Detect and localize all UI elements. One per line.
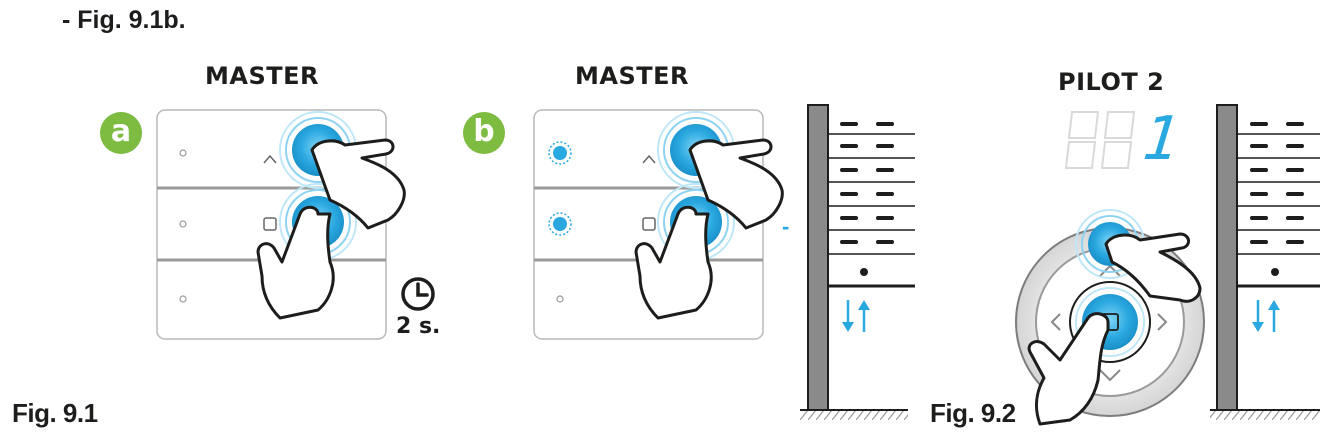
panel-a-title: MASTER <box>205 62 319 90</box>
fig-label-left: Fig. 9.1 <box>12 398 98 428</box>
stop-square-icon <box>263 217 277 231</box>
timer-label: 2 s. <box>396 314 441 339</box>
badge-b: b <box>463 112 505 154</box>
shutter-2 <box>1210 104 1320 420</box>
side-mark: - <box>782 214 790 239</box>
badge-a: a <box>100 112 142 154</box>
up-arrow-icon <box>263 154 277 164</box>
touch-hand-icon <box>256 138 406 320</box>
panel-pilot-title: PILOT 2 <box>1058 68 1165 96</box>
shutter-1 <box>800 104 915 420</box>
caption: - Fig. 9.1b. <box>62 6 186 34</box>
panel-b-title: MASTER <box>575 62 689 90</box>
touch-hand-icon <box>634 138 784 320</box>
pilot-display <box>1064 111 1136 169</box>
clock-icon <box>401 277 435 311</box>
touch-hand-icon <box>1027 232 1202 426</box>
fig-label-right: Fig. 9.2 <box>930 398 1016 428</box>
